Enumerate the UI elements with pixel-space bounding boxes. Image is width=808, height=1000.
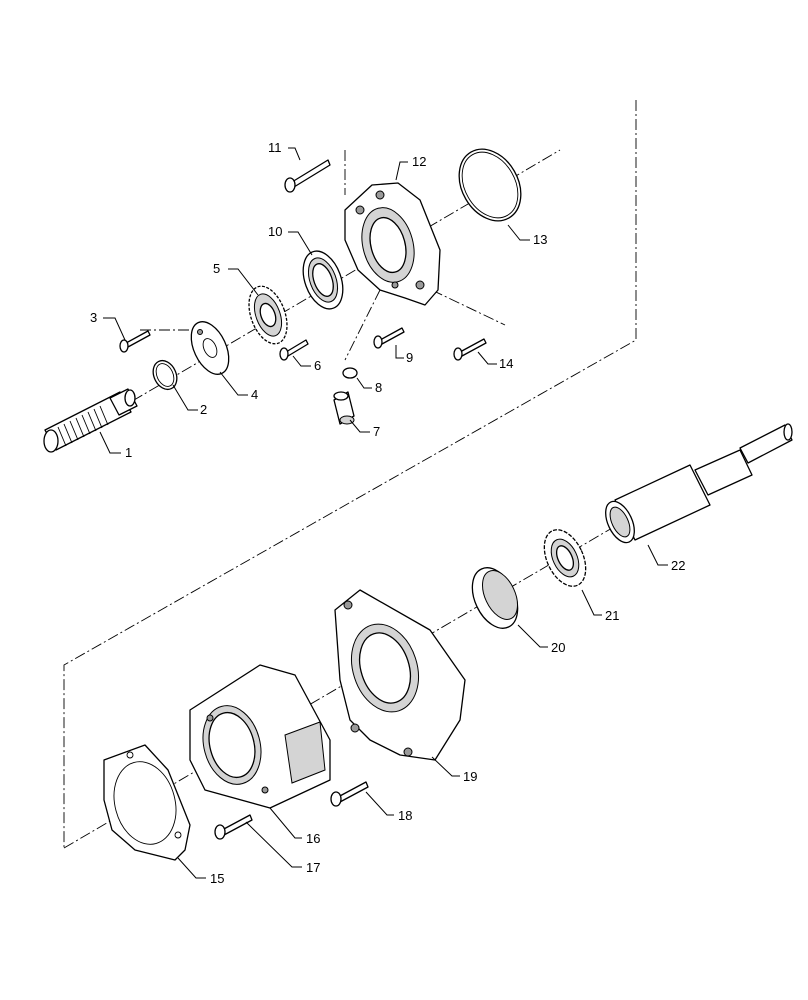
part-7-fitting bbox=[333, 391, 355, 425]
callout-10: 10 bbox=[268, 224, 282, 239]
callout-19: 19 bbox=[463, 769, 477, 784]
callout-22: 22 bbox=[671, 558, 685, 573]
part-17-bolt bbox=[214, 814, 253, 840]
callout-2: 2 bbox=[200, 402, 207, 417]
part-5-gear bbox=[248, 285, 288, 345]
part-3-bolt bbox=[119, 330, 151, 353]
callout-3: 3 bbox=[90, 310, 97, 325]
callout-5: 5 bbox=[213, 261, 220, 276]
callout-labels: 1 2 3 4 5 6 7 8 9 10 11 12 13 14 15 16 1… bbox=[90, 140, 685, 886]
callout-15: 15 bbox=[210, 871, 224, 886]
leader-lines bbox=[99, 147, 668, 879]
part-22-output-shaft bbox=[605, 423, 793, 544]
part-14-bolt bbox=[453, 338, 487, 361]
part-8-o-ring bbox=[342, 367, 358, 379]
part-9-bolt bbox=[373, 327, 405, 349]
callout-12: 12 bbox=[412, 154, 426, 169]
callout-8: 8 bbox=[375, 380, 382, 395]
part-2-snap-ring bbox=[152, 359, 178, 391]
callout-18: 18 bbox=[398, 808, 412, 823]
part-6-bolt bbox=[279, 339, 309, 361]
part-12-housing-cover bbox=[344, 182, 441, 306]
callout-11: 11 bbox=[268, 140, 282, 155]
callout-4: 4 bbox=[251, 387, 258, 402]
callout-21: 21 bbox=[605, 608, 619, 623]
callout-6: 6 bbox=[314, 358, 321, 373]
callout-7: 7 bbox=[373, 424, 380, 439]
part-10-seal bbox=[302, 250, 344, 310]
part-21-roller-bearing bbox=[543, 529, 587, 587]
callout-14: 14 bbox=[499, 356, 513, 371]
part-13-o-ring bbox=[458, 148, 522, 222]
part-11-bolt bbox=[284, 159, 331, 193]
part-15-gasket bbox=[103, 744, 191, 861]
part-1-input-shaft bbox=[43, 388, 138, 453]
part-18-bolt bbox=[330, 781, 369, 807]
part-19-main-housing bbox=[334, 589, 466, 761]
part-20-bearing-cup bbox=[471, 567, 519, 629]
callout-20: 20 bbox=[551, 640, 565, 655]
callout-13: 13 bbox=[533, 232, 547, 247]
callout-9: 9 bbox=[406, 350, 413, 365]
part-4-washer-plate bbox=[190, 321, 230, 375]
part-16-adapter-housing bbox=[189, 664, 331, 809]
callout-17: 17 bbox=[306, 860, 320, 875]
callout-16: 16 bbox=[306, 831, 320, 846]
callout-1: 1 bbox=[125, 445, 132, 460]
